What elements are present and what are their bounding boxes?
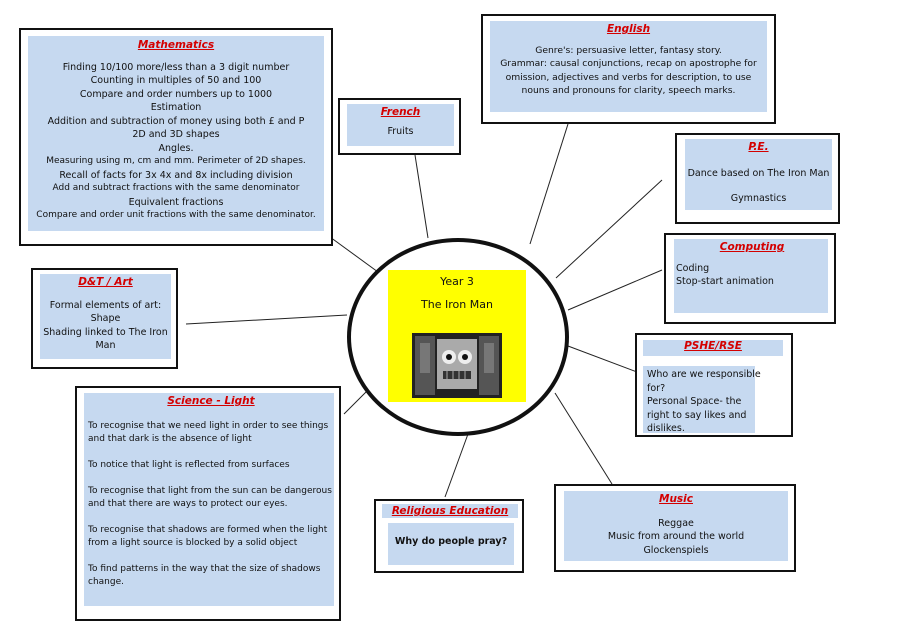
center-topic: The Iron Man	[421, 298, 493, 311]
science-line: To recognise that light from the sun can…	[88, 486, 332, 496]
english-item: Genre's: persuasive letter, fantasy stor…	[535, 44, 722, 56]
dt-art-title: D&T / Art	[78, 276, 133, 288]
english-item: Grammar: causal conjunctions, recap on a…	[500, 58, 757, 69]
maths-item: Finding 10/100 more/less than a 3 digit …	[62, 61, 290, 73]
maths-item: Counting in multiples of 50 and 100	[90, 75, 262, 86]
computing-title: Computing	[719, 241, 785, 253]
computing-item: Stop-start animation	[676, 276, 774, 287]
re-item: Why do people pray?	[394, 536, 508, 547]
science-item: To recognise that light from the sun can…	[88, 485, 334, 511]
pshe-box: PSHE/RSE Who are we responsible for? Per…	[635, 333, 793, 437]
pshe-item: Personal Space- the	[647, 396, 742, 407]
science-line: To recognise that shadows are formed whe…	[88, 525, 328, 535]
english-box: English Genre's: persuasive letter, fant…	[481, 14, 776, 124]
pshe-item: for?	[647, 382, 666, 394]
maths-item: Equivalent fractions	[128, 196, 224, 208]
pe-title: P.E.	[748, 141, 769, 153]
science-line: To recognise that we need light in order…	[88, 421, 329, 431]
pe-panel: P.E. Dance based on The Iron Man Gymnast…	[685, 139, 832, 210]
dt-art-item: Formal elements of art:	[49, 299, 162, 311]
maths-title: Mathematics	[137, 39, 215, 51]
pe-box: P.E. Dance based on The Iron Man Gymnast…	[675, 133, 840, 224]
maths-item: Measuring using m, cm and mm. Perimeter …	[46, 156, 306, 166]
music-box: Music Reggae Music from around the world…	[554, 484, 796, 572]
science-title: Science - Light	[167, 395, 255, 407]
maths-item: Angles.	[158, 142, 194, 154]
dt-art-panel: D&T / Art Formal elements of art: Shape …	[40, 274, 171, 359]
french-item: Fruits	[387, 125, 414, 137]
dt-art-item: Man	[95, 340, 116, 351]
english-title: English	[606, 23, 651, 35]
maths-box: Mathematics Finding 10/100 more/less tha…	[19, 28, 333, 246]
maths-panel: Mathematics Finding 10/100 more/less tha…	[28, 36, 324, 231]
music-panel: Music Reggae Music from around the world…	[564, 491, 788, 561]
english-panel: English Genre's: persuasive letter, fant…	[490, 21, 767, 112]
maths-item: 2D and 3D shapes	[132, 129, 220, 140]
music-item: Glockenspiels	[643, 544, 709, 556]
science-item: To recognise that shadows are formed whe…	[88, 524, 334, 550]
pe-item: Dance based on The Iron Man	[687, 167, 830, 179]
music-item: Reggae	[658, 517, 694, 529]
english-item: nouns and pronouns for clarity, speech m…	[521, 85, 736, 96]
re-box: Religious Education Why do people pray?	[374, 499, 524, 573]
french-title: French	[380, 106, 421, 118]
science-panel: Science - Light To recognise that we nee…	[84, 393, 334, 606]
re-title-panel: Religious Education	[382, 504, 518, 518]
pshe-title: PSHE/RSE	[684, 340, 742, 352]
french-box: French Fruits	[338, 98, 461, 155]
science-line: To find patterns in the way that the siz…	[88, 564, 321, 574]
dt-art-box: D&T / Art Formal elements of art: Shape …	[31, 268, 178, 369]
pe-item: Gymnastics	[730, 193, 787, 204]
maths-item: Add and subtract fractions with the same…	[52, 183, 300, 193]
science-line: from a light source is blocked by a soli…	[88, 538, 298, 548]
science-line: and that there are ways to protect our e…	[88, 499, 288, 509]
science-item: To recognise that we need light in order…	[88, 420, 334, 446]
pshe-item: right to say likes and	[647, 409, 747, 421]
maths-item: Compare and order unit fractions with th…	[36, 210, 316, 220]
science-line: change.	[88, 577, 124, 587]
pshe-panel: Who are we responsible for? Personal Spa…	[643, 366, 761, 434]
pshe-item: Who are we responsible	[647, 369, 761, 380]
re-title: Religious Education	[391, 505, 509, 517]
computing-panel: Computing Coding Stop-start animation	[674, 239, 828, 313]
pshe-item: dislikes.	[647, 423, 685, 434]
maths-item: Recall of facts for 3x 4x and 8x includi…	[59, 169, 293, 181]
english-item: omission, adjectives and verbs for descr…	[505, 71, 752, 83]
dt-art-item: Shading linked to The Iron	[43, 326, 168, 338]
computing-box: Computing Coding Stop-start animation	[664, 233, 836, 324]
iron-man-robot-icon	[412, 333, 502, 398]
science-item: To find patterns in the way that the siz…	[88, 563, 334, 589]
center-year: Year 3	[440, 275, 474, 288]
maths-item: Compare and order numbers up to 1000	[79, 88, 273, 100]
french-panel: French Fruits	[347, 104, 454, 146]
computing-item: Coding	[676, 262, 710, 274]
science-item: To notice that light is reflected from s…	[88, 459, 334, 472]
maths-item: Estimation	[150, 102, 202, 113]
center-panel: Year 3 The Iron Man	[388, 270, 526, 402]
dt-art-item: Shape	[90, 313, 121, 324]
science-line: To notice that light is reflected from s…	[88, 460, 290, 470]
music-title: Music	[659, 493, 693, 505]
music-item: Music from around the world	[607, 531, 745, 542]
science-line: and that dark is the absence of light	[88, 434, 252, 444]
pshe-title-panel: PSHE/RSE	[643, 340, 783, 356]
re-panel: Why do people pray?	[388, 523, 514, 565]
maths-item: Addition and subtraction of money using …	[47, 115, 305, 127]
science-box: Science - Light To recognise that we nee…	[75, 386, 341, 621]
